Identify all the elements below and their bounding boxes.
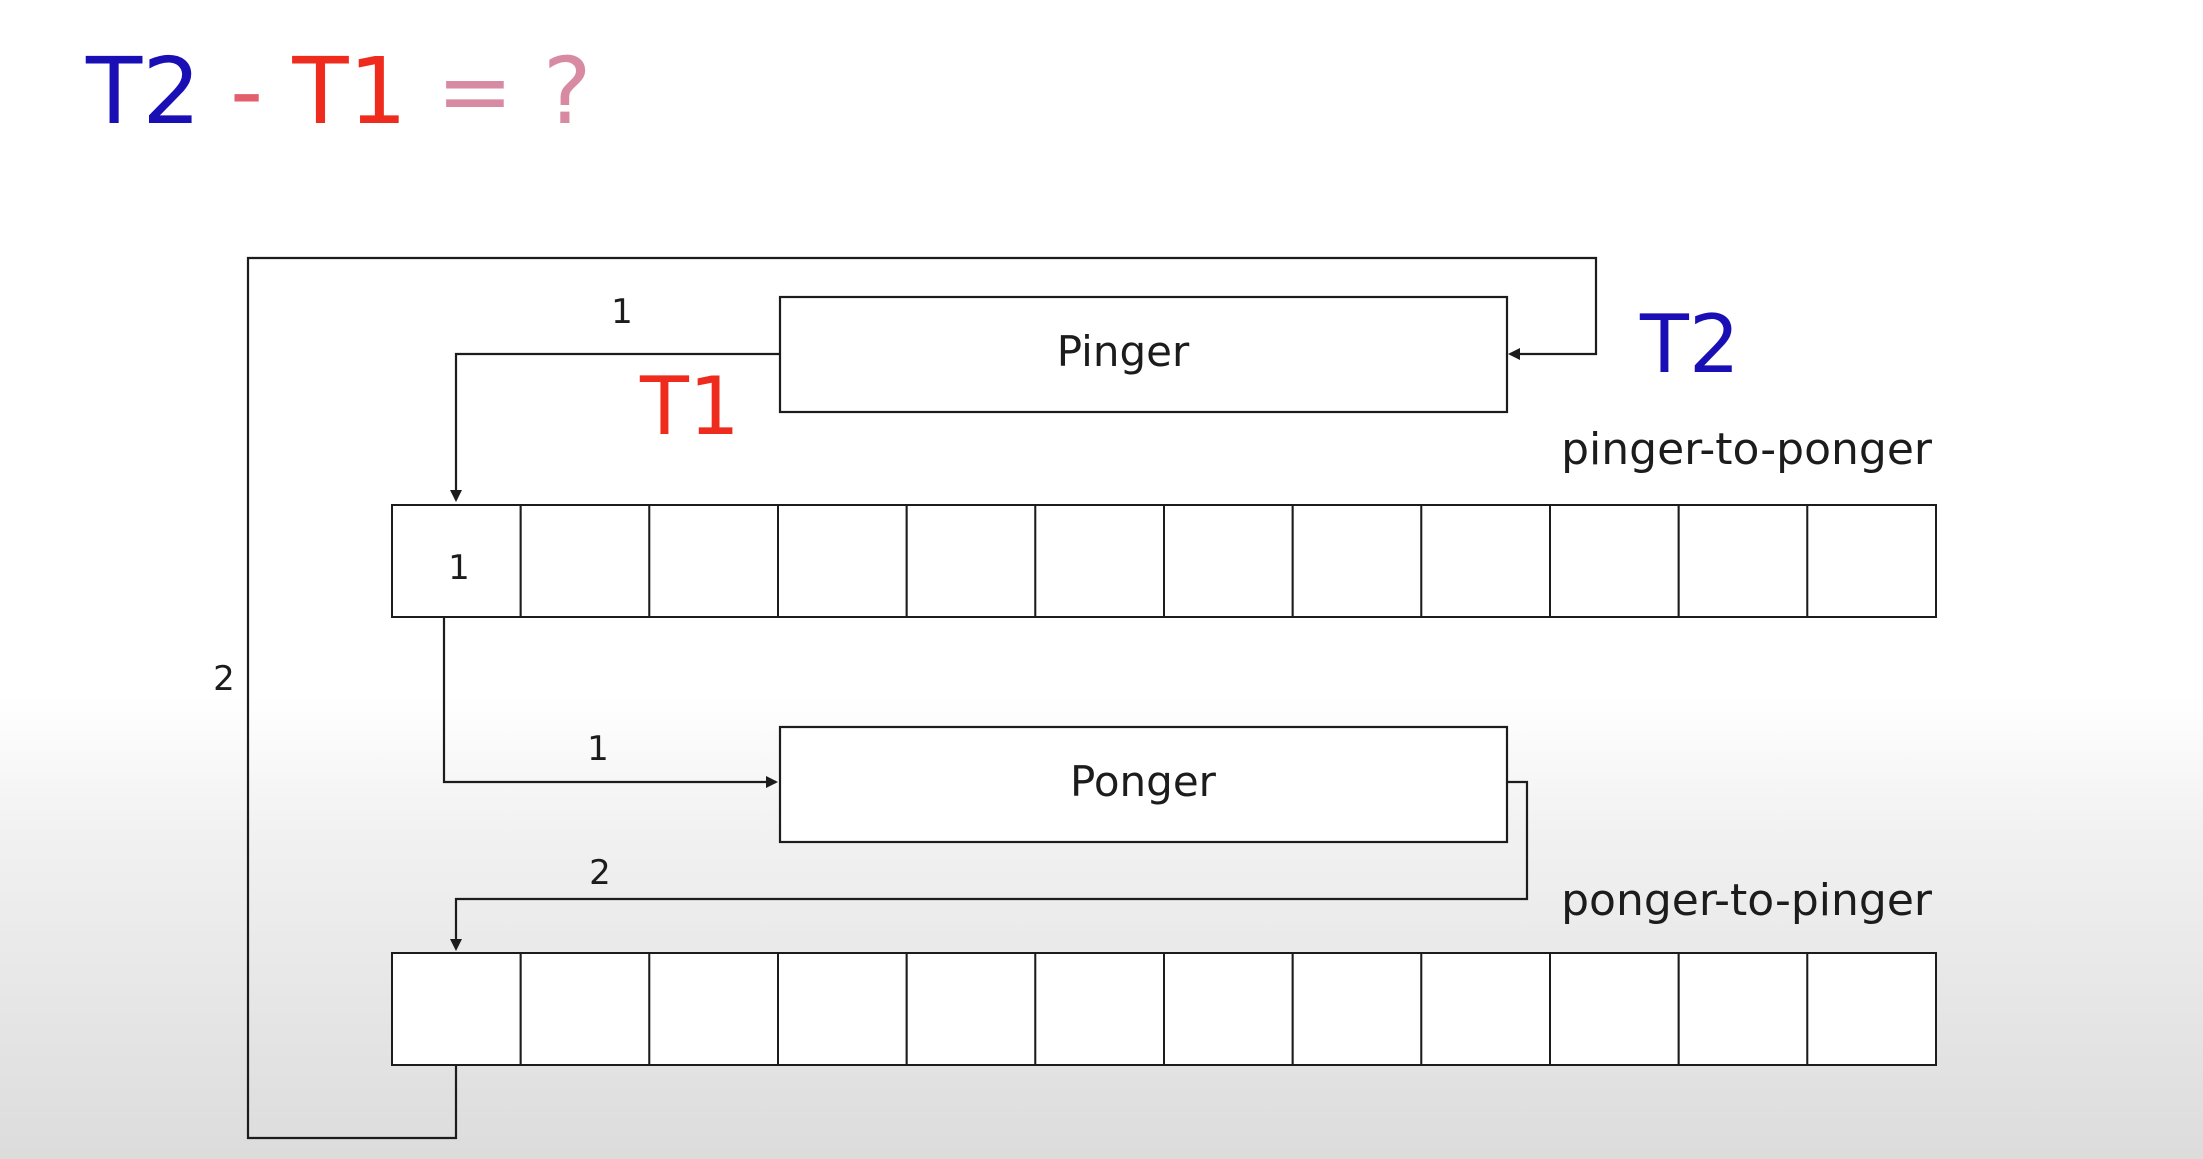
queue-top-cell: [1677, 504, 1809, 618]
queue-bottom-label: ponger-to-pinger: [1561, 875, 1933, 926]
queue-bottom-cell: [1677, 952, 1809, 1066]
headline-t1: T1: [292, 38, 408, 145]
queue-pinger-to-ponger: [391, 504, 1938, 618]
t2-marker: T2: [1639, 298, 1740, 391]
queue-bottom-cell: [1806, 952, 1938, 1066]
pinger-label: Pinger: [1057, 327, 1190, 376]
return-loop-wire: [246, 256, 1598, 1140]
queue-top-cell: [777, 504, 908, 618]
queue-bottom-cell: [1549, 952, 1680, 1066]
headline-equals-question: = ?: [407, 38, 592, 145]
queue-top-label: pinger-to-ponger: [1561, 424, 1933, 475]
queue-top-cell: [391, 504, 522, 618]
queue-bottom-cell: [1163, 952, 1294, 1066]
queue-top-cell: [905, 504, 1037, 618]
headline-t2: T2: [86, 38, 201, 145]
queue-bottom-cell: [905, 952, 1037, 1066]
queue-top-cell: [1806, 504, 1938, 618]
queue-ponger-to-pinger: [391, 952, 1938, 1066]
queue-top-cell: [519, 504, 651, 618]
step-label-pinger-send: 1: [611, 292, 633, 332]
step-label-deliver: 1: [587, 729, 609, 769]
queue-bottom-cell: [519, 952, 651, 1066]
queue-bottom-cell: [391, 952, 522, 1066]
ponger-box: [778, 725, 1509, 844]
queue-top-cell: [1549, 504, 1680, 618]
step-label-ponger-reply: 2: [589, 853, 611, 893]
headline-formula: T2 - T1 = ?: [86, 36, 592, 148]
t1-marker: T1: [639, 360, 740, 453]
queue-bottom-cell: [648, 952, 779, 1066]
ponger-label: Ponger: [1070, 757, 1217, 806]
queue-bottom-cell: [1291, 952, 1423, 1066]
queue-top-cell: [1163, 504, 1294, 618]
headline-minus: -: [200, 38, 293, 145]
queue-bottom-cell: [1420, 952, 1552, 1066]
queue-bottom-cell: [1034, 952, 1166, 1066]
queue-top-cell: [1034, 504, 1166, 618]
step-label-return-loop: 2: [213, 659, 235, 699]
queue-top-cell: [1420, 504, 1552, 618]
ponger-reply-wire: [450, 780, 1529, 951]
step-label-queue-item: 1: [448, 548, 470, 588]
pinger-send-wire: [450, 352, 780, 502]
queue-top-cell: [648, 504, 779, 618]
queue-bottom-cell: [777, 952, 908, 1066]
queue-top-cell: [1291, 504, 1423, 618]
deliver-to-ponger-wire: [442, 617, 778, 788]
pinger-box: [778, 295, 1509, 414]
